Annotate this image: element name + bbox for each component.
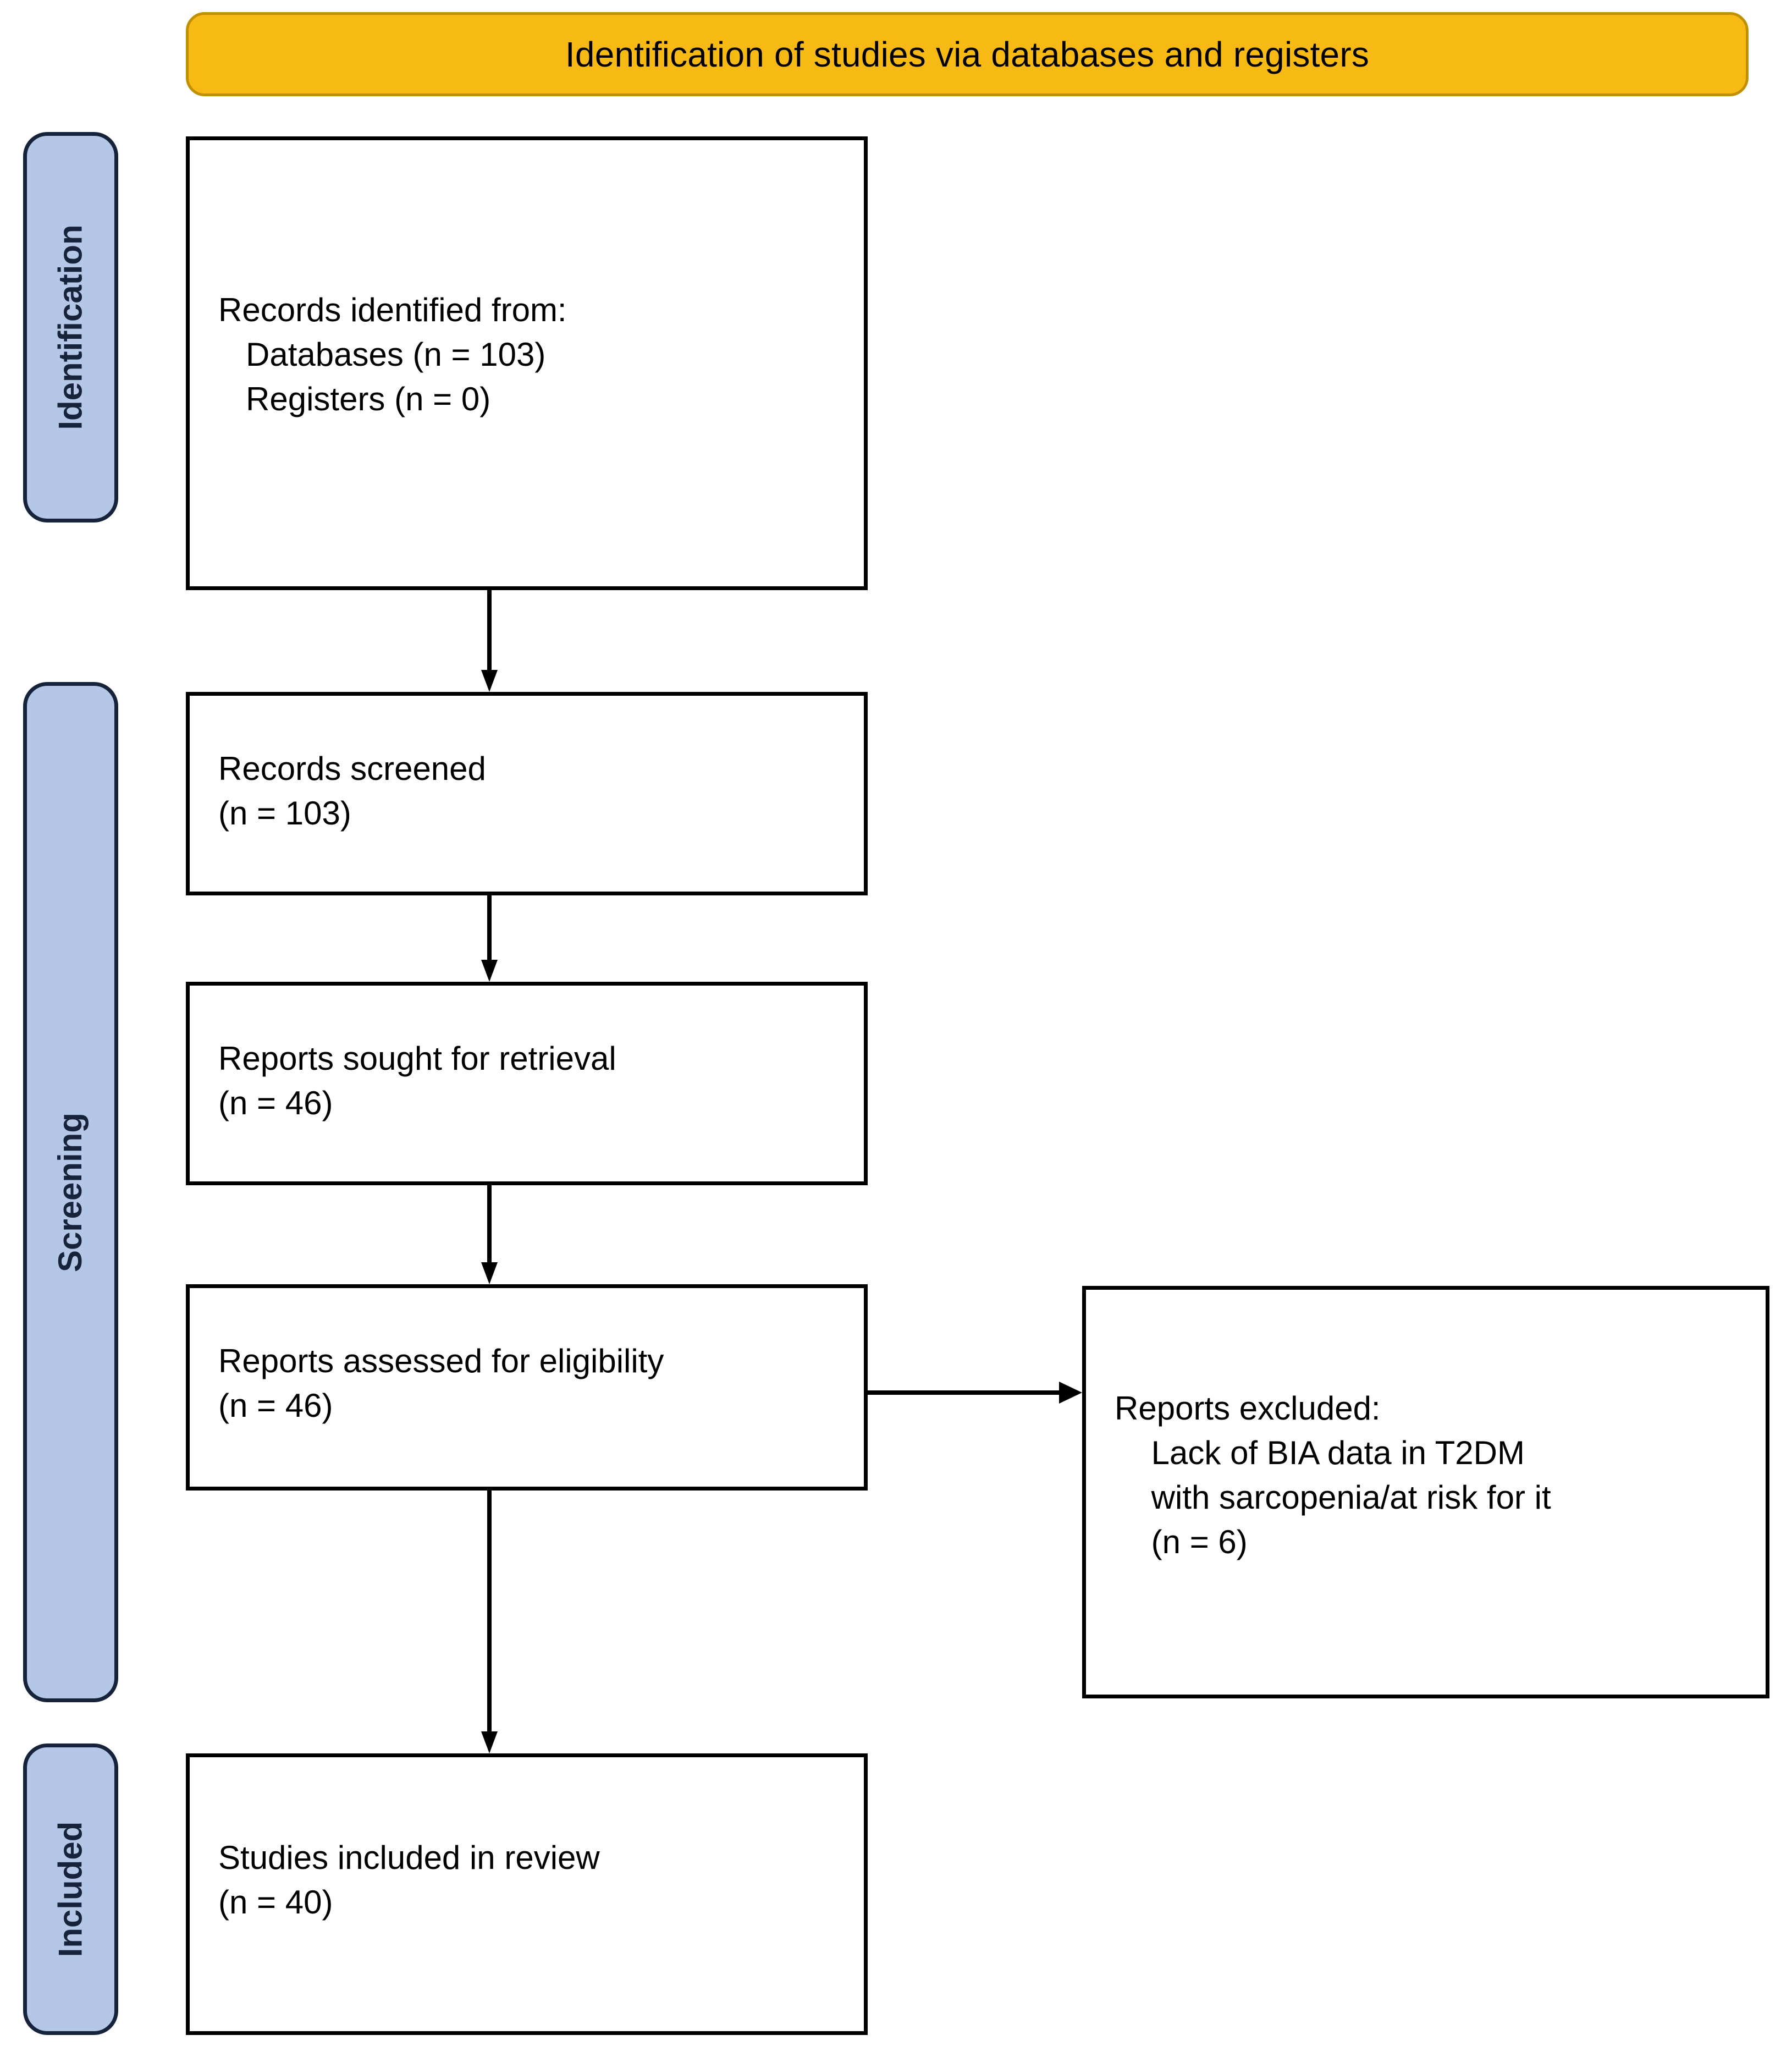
- arrow-shaft: [868, 1390, 1059, 1395]
- arrow-shaft: [487, 590, 492, 670]
- box-records-screened-text: Records screened (n = 103): [218, 750, 486, 832]
- arrow-down-sought-to-assessed: [481, 1185, 498, 1284]
- arrow-head-down-icon: [481, 1262, 498, 1284]
- arrow-right-assessed-to-excluded: [868, 1382, 1082, 1404]
- stage-tab-screening: Screening: [23, 682, 118, 1702]
- box-records-identified: Records identified from: Databases (n = …: [186, 136, 868, 590]
- stage-tab-included: Included: [23, 1744, 118, 2035]
- stage-tab-identification-label: Identification: [52, 224, 89, 430]
- arrow-shaft: [487, 1491, 492, 1731]
- diagram-header-banner: Identification of studies via databases …: [186, 12, 1749, 96]
- box-reports-excluded: Reports excluded: Lack of BIA data in T2…: [1082, 1286, 1769, 1698]
- stage-tab-included-label: Included: [52, 1821, 89, 1957]
- arrow-head-down-icon: [481, 960, 498, 982]
- stage-tab-identification: Identification: [23, 132, 118, 522]
- arrow-down-identified-to-screened: [481, 590, 498, 692]
- stage-tab-screening-label: Screening: [52, 1112, 89, 1272]
- arrow-head-right-icon: [1059, 1382, 1082, 1404]
- arrow-down-assessed-to-included: [481, 1491, 498, 1753]
- box-records-identified-text: Records identified from: Databases (n = …: [218, 292, 567, 417]
- arrow-shaft: [487, 895, 492, 960]
- box-studies-included-in-review: Studies included in review (n = 40): [186, 1753, 868, 2035]
- arrow-down-screened-to-sought: [481, 895, 498, 982]
- box-reports-excluded-text: Reports excluded: Lack of BIA data in T2…: [1115, 1390, 1551, 1560]
- diagram-title: Identification of studies via databases …: [565, 34, 1370, 74]
- arrow-head-down-icon: [481, 1731, 498, 1753]
- box-reports-sought-text: Reports sought for retrieval (n = 46): [218, 1040, 616, 1121]
- box-studies-included-text: Studies included in review (n = 40): [218, 1839, 600, 1921]
- arrow-head-down-icon: [481, 670, 498, 692]
- box-reports-assessed-text: Reports assessed for eligibility (n = 46…: [218, 1343, 664, 1424]
- arrow-shaft: [487, 1185, 492, 1262]
- box-reports-sought-for-retrieval: Reports sought for retrieval (n = 46): [186, 982, 868, 1185]
- box-reports-assessed-for-eligibility: Reports assessed for eligibility (n = 46…: [186, 1284, 868, 1491]
- box-records-screened: Records screened (n = 103): [186, 692, 868, 895]
